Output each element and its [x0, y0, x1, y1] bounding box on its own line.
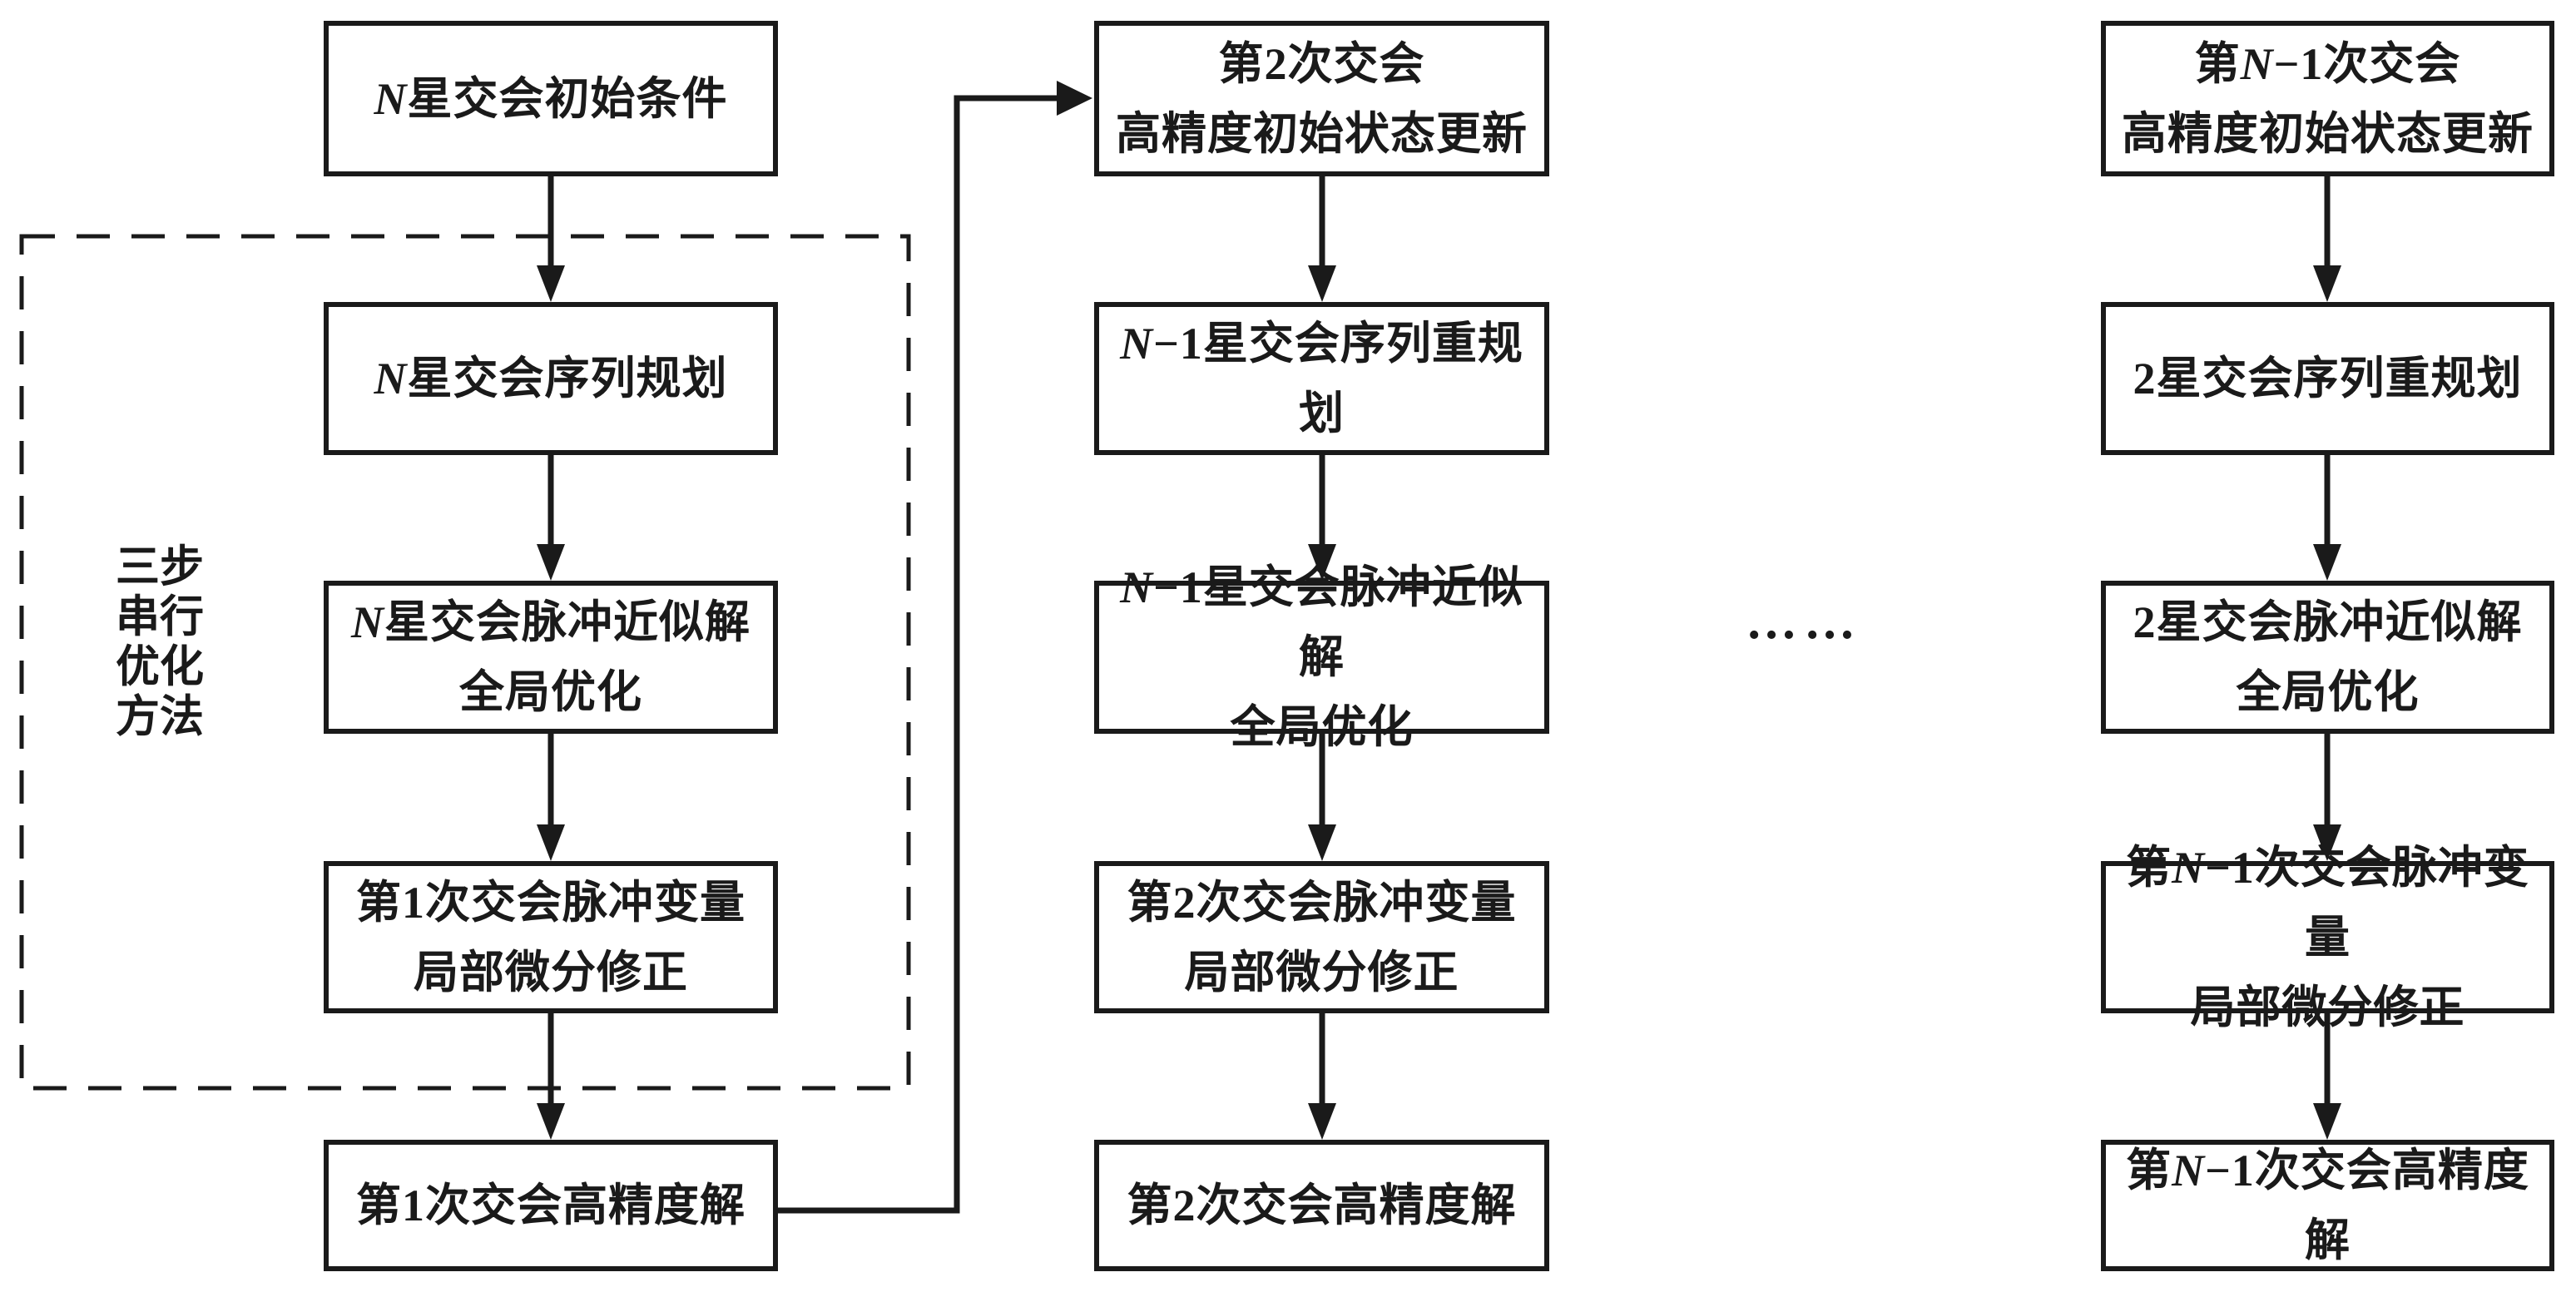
flow-node-label: 第N−1次交会高精度解 — [2126, 1146, 2529, 1265]
flow-node-impulse-global-optimization-n-1: N−1星交会脉冲近似解 全局优化 — [1094, 562, 1549, 752]
flow-node-label: N星交会脉冲近似解 全局优化 — [351, 597, 751, 717]
flow-node-label: N星交会序列规划 — [374, 354, 728, 403]
arrow-col1-box1-to-box2 — [537, 176, 565, 302]
flow-node-label: 第1次交会脉冲变量 局部微分修正 — [356, 877, 746, 997]
flow-node-sequence-replanning-2sat: 2星交会序列重规划 — [2101, 302, 2554, 455]
flow-node-label: 2星交会序列重规划 — [2133, 354, 2523, 403]
flow-node-local-differential-correction-2: 第2次交会脉冲变量 局部微分修正 — [1094, 861, 1549, 1013]
flow-node-label: N−1星交会脉冲近似解 全局优化 — [1120, 562, 1523, 752]
flow-node-label: 第N−1次交会脉冲变量 局部微分修正 — [2126, 842, 2529, 1032]
flow-node-label: 第2次交会 高精度初始状态更新 — [1116, 38, 1528, 159]
three-step-method-label: 三步 串行 优化 方法 — [116, 543, 204, 741]
flow-node-label: 2星交会脉冲近似解 全局优化 — [2133, 597, 2523, 717]
arrow-col3-box3-to-box4 — [2313, 734, 2341, 861]
arrow-col1-box3-to-box4 — [537, 734, 565, 861]
three-step-method-dashed-frame — [19, 234, 911, 1091]
flow-node-high-precision-solution-1: 第1次交会高精度解 — [324, 1140, 778, 1271]
arrow-col3-box4-to-box5 — [2313, 1013, 2341, 1140]
flow-node-label: 第1次交会高精度解 — [356, 1181, 746, 1230]
flow-node-state-update-n-1: 第N−1次交会 高精度初始状态更新 — [2101, 21, 2554, 176]
arrow-col1-box4-to-box5 — [537, 1013, 565, 1140]
flow-node-sequence-replanning-n-1: N−1星交会序列重规划 — [1094, 302, 1549, 455]
flow-node-label: N星交会初始条件 — [374, 73, 728, 124]
arrow-col2-box4-to-box5 — [1308, 1013, 1336, 1140]
flow-node-initial-conditions: N星交会初始条件 — [324, 21, 778, 176]
flow-node-local-differential-correction-n-1: 第N−1次交会脉冲变量 局部微分修正 — [2101, 843, 2554, 1032]
flow-node-sequence-planning: N星交会序列规划 — [324, 302, 778, 455]
continuation-ellipsis: …… — [1746, 593, 1862, 650]
arrow-col2-box1-to-box2 — [1308, 176, 1336, 302]
arrow-col1-box2-to-box3 — [537, 455, 565, 581]
arrow-col1-box5-to-col2-box1 — [778, 81, 1092, 1214]
arrow-col3-box1-to-box2 — [2313, 176, 2341, 302]
flow-node-local-differential-correction: 第1次交会脉冲变量 局部微分修正 — [324, 861, 778, 1013]
flow-node-label: 第N−1次交会 高精度初始状态更新 — [2122, 38, 2534, 159]
arrow-col2-box3-to-box4 — [1308, 734, 1336, 861]
flow-node-impulse-global-optimization-2sat: 2星交会脉冲近似解 全局优化 — [2101, 581, 2554, 734]
flow-node-high-precision-solution-2: 第2次交会高精度解 — [1094, 1140, 1549, 1271]
flow-node-label: 第2次交会脉冲变量 局部微分修正 — [1127, 877, 1517, 997]
flow-node-impulse-global-optimization: N星交会脉冲近似解 全局优化 — [324, 581, 778, 734]
arrow-col2-box2-to-box3 — [1308, 455, 1336, 581]
flow-node-high-precision-solution-n-1: 第N−1次交会高精度解 — [2101, 1140, 2554, 1271]
arrow-col3-box2-to-box3 — [2313, 455, 2341, 581]
flow-node-state-update-2: 第2次交会 高精度初始状态更新 — [1094, 21, 1549, 176]
flow-node-label: N−1星交会序列重规划 — [1120, 319, 1523, 438]
flow-node-label: 第2次交会高精度解 — [1127, 1181, 1517, 1230]
